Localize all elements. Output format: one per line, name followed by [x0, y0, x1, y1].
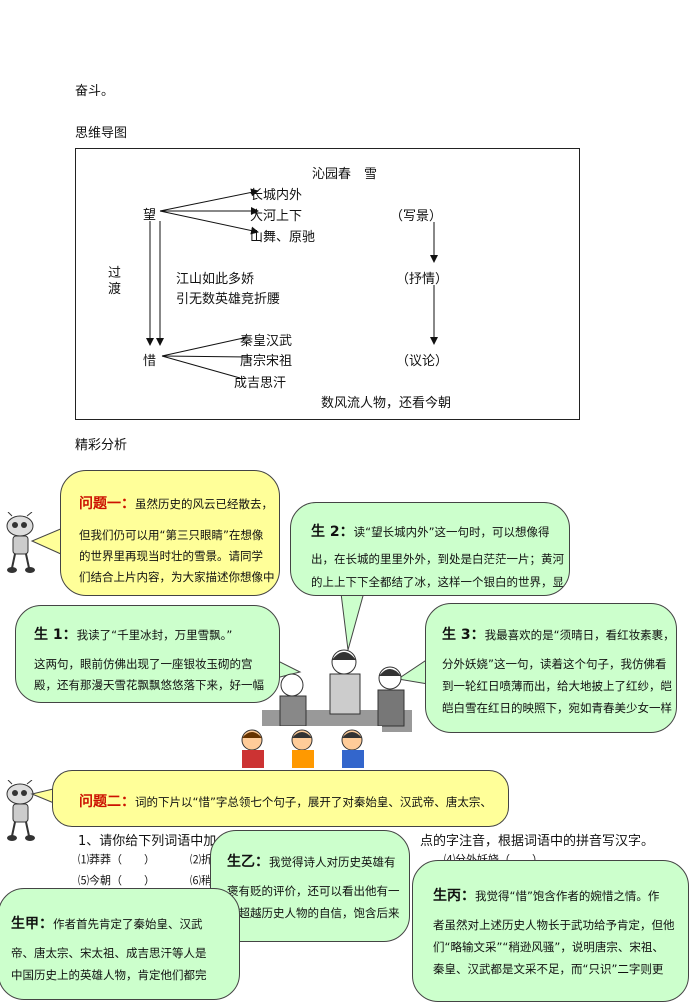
question-two-label: 问题二： [79, 794, 135, 810]
bubble-line: 秦皇、汉武都是文采不足，而“只识”二字则更 [433, 962, 664, 976]
students-discussion-illustration [262, 649, 412, 732]
bubble-line: 我最喜欢的是“须晴日，看红妆素裹， [484, 628, 675, 642]
mindmap-mid-line: 江山如此多娇 [176, 272, 255, 287]
bubble-line: 但我们仍可以用“第三只眼睛”在想像 [79, 528, 264, 542]
mindmap-xiejing: （写景） [390, 209, 443, 224]
mindmap-wang: 望 [143, 208, 157, 223]
student-two-label: 生 2： [311, 524, 354, 540]
student-yi-bubble: 生乙：我觉得诗人对历史英雄有 褒有贬的评价，还可以看出他有一 种超越历史人物的自… [210, 830, 410, 942]
mindmap-wang-item: 山舞、原驰 [250, 230, 316, 245]
bubble-line: 我觉得诗人对历史英雄有 [269, 855, 396, 869]
mindmap-xi: 惜 [143, 354, 157, 369]
bubble-line: 种超越历史人物的自信，饱含后来 [227, 906, 400, 920]
exercise-item: ⑵折 [190, 853, 212, 866]
bubble-line: 作者首先肯定了秦始皇、汉武 [53, 917, 203, 931]
bubble-line: 虽然历史的风云已经散去， [135, 497, 273, 511]
question-two-bubble: 问题二：词的下片以“惜”字总领七个句子，展开了对秦始皇、汉武帝、唐太宗、 [52, 770, 509, 827]
student-one-bubble: 生 1：我读了“千里冰封，万里雪飘。” 这两句，眼前仿佛出现了一座银妆玉砌的宫 … [15, 605, 280, 703]
mindmap-arrows [146, 188, 438, 379]
bubble-line: 帝、唐太宗、宋太祖、成吉思汗等人是 [11, 946, 207, 960]
students-group-icon [222, 726, 382, 770]
mindmap-wang-item: 长城内外 [250, 188, 303, 203]
mindmap-wang-item: 大河上下 [250, 209, 303, 224]
exercise-item: ⑴莽莽（ ） [78, 853, 155, 866]
mindmap-xi-item: 唐宗宋祖 [240, 354, 293, 369]
mindmap-xi-item: 秦皇汉武 [240, 334, 293, 349]
bubble-line: 这两句，眼前仿佛出现了一座银妆玉砌的宫 [34, 657, 253, 671]
robot-mascot-icon [6, 780, 35, 841]
student-three-label: 生 3： [442, 627, 485, 643]
mindmap-xi-item: 成吉思汗 [234, 376, 287, 391]
exercise-line: 点的字注音，根据词语中的拼音写汉字。 [420, 834, 655, 849]
bubble-line: 分外妖娆”这一句，读着这个句子，我仿佛看 [442, 657, 667, 671]
student-jia-bubble: 生甲：作者首先肯定了秦始皇、汉武 帝、唐太宗、宋太祖、成吉思汗等人是 中国历史上… [0, 888, 240, 1000]
bubble-line: 词的下片以“惜”字总领七个句子，展开了对秦始皇、汉武帝、唐太宗、 [135, 795, 492, 809]
student-one-label: 生 1： [34, 627, 77, 643]
bubble-line: 皑白雪在红日的映照下，宛如青春美少女一样 [442, 701, 672, 715]
exercise-line: 1、请你给下列词语中加 [78, 834, 217, 849]
bubble-line: 褒有贬的评价，还可以看出他有一 [227, 884, 400, 898]
mindmap-heading: 思维导图 [75, 126, 128, 141]
bubble-line: 殿，还有那漫天雪花飘飘悠悠落下来，好一幅 [34, 678, 264, 692]
exercise-item: ⑹稍 [190, 874, 212, 887]
bubble-line: 出，在长城的里里外外，到处是白茫茫一片；黄河 [311, 552, 564, 566]
bubble-line: 中国历史上的英雄人物，肯定他们都完 [11, 968, 207, 982]
robot-mascot-icon [6, 512, 35, 573]
bubble-line: 者虽然对上述历史人物长于武功给予肯定，但他 [433, 918, 675, 932]
bubble-line: 们“略输文采”“稍逊风骚”，说明唐宗、宋祖、 [433, 940, 664, 954]
student-bing-label: 生丙： [433, 888, 475, 904]
bubble-line: 我觉得“惜”饱含作者的婉惜之情。作 [475, 889, 660, 903]
student-bing-bubble: 生丙：我觉得“惜”饱含作者的婉惜之情。作 者虽然对上述历史人物长于武功给予肯定，… [412, 860, 689, 1002]
student-two-bubble: 生 2：读“望长城内外”这一句时，可以想像得 出，在长城的里里外外，到处是白茫茫… [290, 502, 570, 596]
mindmap-yilun: （议论） [396, 354, 449, 369]
mindmap-ending: 数风流人物，还看今朝 [321, 396, 452, 411]
bubble-line: 的上上下下全都结了冰，这样一个银白的世界，显 [311, 575, 564, 589]
mindmap-guodu: 过渡 [108, 266, 122, 297]
student-jia-label: 生甲： [11, 916, 53, 932]
mindmap-box [75, 148, 580, 420]
bubble-line: 读“望长城内外”这一句时，可以想像得 [353, 525, 550, 539]
student-three-bubble: 生 3：我最喜欢的是“须晴日，看红妆素裹， 分外妖娆”这一句，读着这个句子，我仿… [425, 603, 677, 733]
exercise-item: ⑸今朝（ ） [78, 874, 155, 887]
bubble-line: 的世界里再现当时壮的雪景。请同学 [79, 549, 263, 563]
mindmap-shuqing: （抒情） [396, 272, 449, 287]
bubble-line: 们结合上片内容，为大家描述你想像中 [79, 570, 275, 584]
question-one-bubble: 问题一：虽然历史的风云已经散去， 但我们仍可以用“第三只眼睛”在想像 的世界里再… [60, 470, 280, 596]
question-one-label: 问题一： [79, 496, 135, 512]
bubble-line: 到一轮红日喷薄而出，给大地披上了红纱，皑 [442, 679, 672, 693]
mindmap-mid-line: 引无数英雄竞折腰 [176, 292, 281, 307]
analysis-heading: 精彩分析 [75, 438, 128, 453]
intro-text: 奋斗。 [75, 84, 115, 99]
student-yi-label: 生乙： [227, 854, 269, 870]
bubble-line: 我读了“千里冰封，万里雪飘。” [76, 628, 233, 642]
bubble-tail [339, 585, 367, 651]
mindmap-poem-title: 沁园春 雪 [312, 167, 378, 182]
